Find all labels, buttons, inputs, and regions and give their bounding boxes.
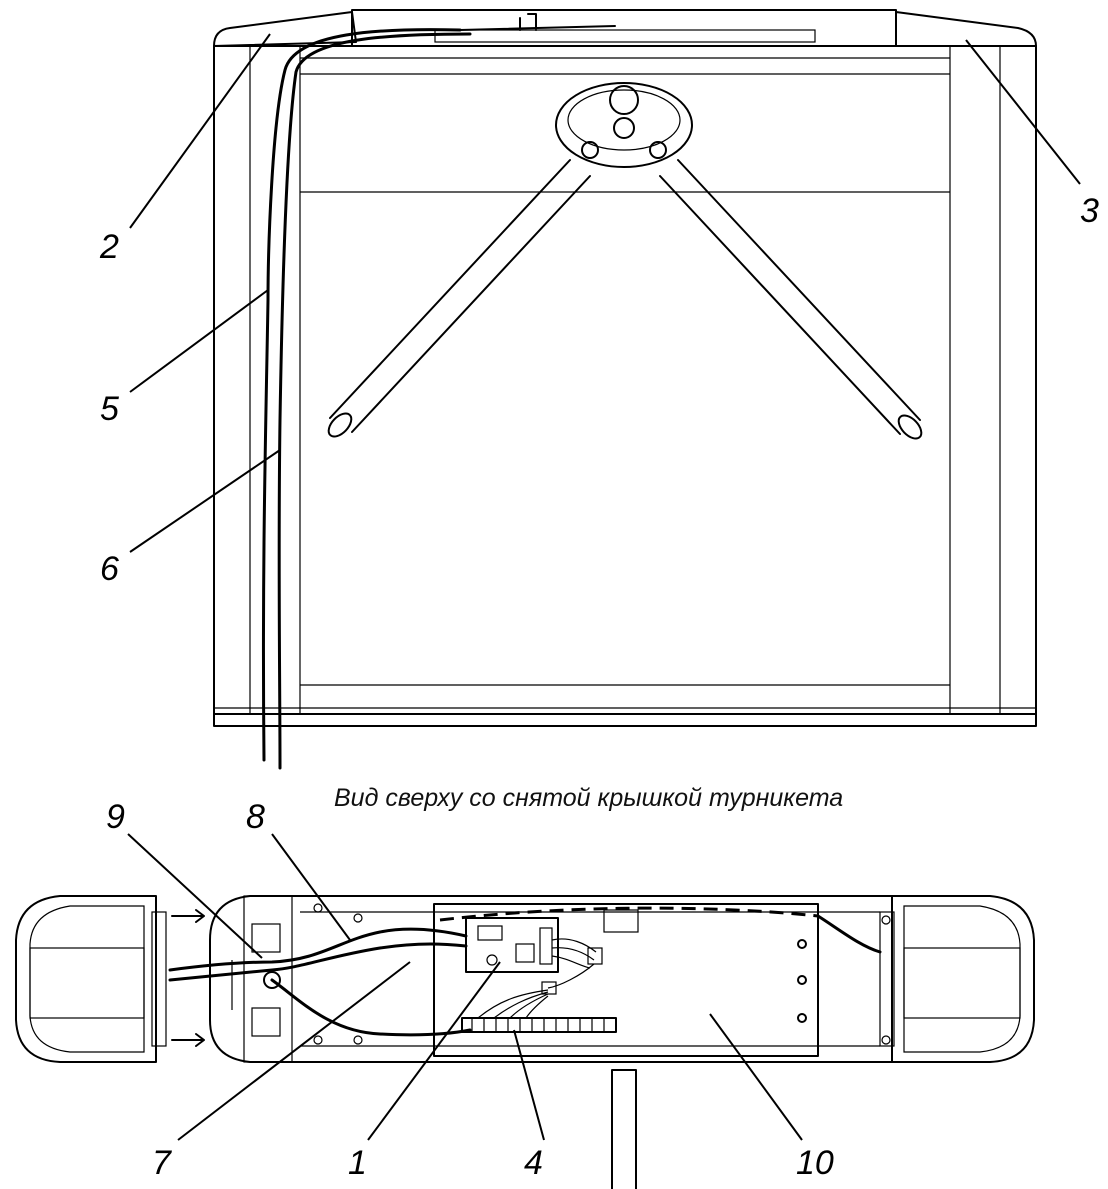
screw-6 — [881, 1035, 891, 1045]
left-cap-flange — [151, 911, 167, 1047]
screw-3 — [313, 1035, 323, 1045]
leader-9 — [127, 833, 263, 959]
leader-8 — [271, 833, 351, 941]
board-wires — [551, 938, 597, 969]
callout-4: 4 — [524, 1144, 543, 1182]
hub-center-cap — [609, 85, 639, 115]
right-cable — [816, 914, 882, 954]
mounting-plate — [433, 903, 819, 1057]
cable-entry — [263, 971, 281, 989]
callout-3: 3 — [1080, 192, 1099, 230]
base-plate — [213, 713, 1037, 727]
board-connector — [539, 927, 553, 965]
right-cap-flange — [879, 911, 895, 1047]
small-connector — [587, 947, 603, 965]
right-cap-recess — [903, 947, 1021, 1019]
callout-5: 5 — [100, 390, 119, 428]
plate-hole-2 — [797, 975, 807, 985]
rotor-hub — [555, 82, 693, 168]
cable-8 — [168, 927, 468, 972]
cable-9 — [168, 942, 468, 982]
left-top-cap — [213, 11, 357, 47]
plate-hole-1 — [797, 939, 807, 949]
dashed-cable — [439, 906, 819, 922]
leaders — [127, 33, 1081, 1141]
leader-6 — [129, 449, 281, 553]
right-arm-bolt — [649, 141, 667, 159]
leader-3 — [965, 39, 1081, 185]
left-outer-cap — [15, 895, 157, 1063]
view-caption: Вид сверху со снятой крышкой турникета — [334, 784, 843, 812]
wire-to-terminal — [547, 963, 595, 989]
board-relay — [515, 943, 535, 963]
left-bracket-plate — [243, 895, 293, 1063]
leader-4 — [513, 1029, 545, 1141]
left-arm-bolt — [581, 141, 599, 159]
callout-2: 2 — [99, 228, 119, 266]
hub-bolt — [613, 117, 635, 139]
leader-2 — [129, 33, 271, 229]
terminal-block — [461, 1017, 617, 1033]
cable-5 — [261, 28, 462, 762]
right-barrier-arm — [659, 159, 921, 435]
right-cap-inner — [903, 905, 1021, 1053]
bracket-bolt-top — [251, 923, 281, 953]
stand-post — [611, 1069, 637, 1189]
rotor-hub-inner — [567, 89, 681, 151]
terminal-dividers — [471, 1018, 605, 1032]
leader-1 — [367, 961, 501, 1141]
callout-10: 10 — [796, 1144, 834, 1182]
terminal-wires — [477, 989, 549, 1019]
terminal-block-top — [459, 13, 616, 31]
body-frame — [213, 45, 1037, 715]
plate-hole-3 — [797, 1013, 807, 1023]
board-chip — [477, 925, 503, 941]
cable-6 — [277, 32, 472, 770]
arrow-upper — [171, 909, 205, 923]
board-cap — [486, 954, 498, 966]
left-barrier-arm — [329, 159, 591, 433]
top-view — [15, 895, 1035, 1189]
callout-7: 7 — [152, 1144, 172, 1182]
leader-5 — [129, 289, 269, 393]
arrow-lower — [171, 1033, 205, 1047]
left-arm-end-cap — [327, 412, 353, 438]
front-view — [213, 9, 1037, 770]
leader-7 — [177, 961, 411, 1141]
cable-7 — [270, 978, 472, 1037]
right-arm-end-cap — [897, 414, 923, 440]
control-board-strip — [434, 29, 816, 43]
screw-1 — [313, 903, 323, 913]
screw-2 — [353, 913, 363, 923]
right-outer-cap — [891, 895, 1035, 1063]
left-cap-recess — [29, 947, 145, 1019]
small-connector-2 — [541, 981, 557, 995]
screw-4 — [353, 1035, 363, 1045]
callout-6: 6 — [100, 550, 119, 588]
screw-5 — [881, 915, 891, 925]
callout-9: 9 — [106, 798, 125, 836]
callout-8: 8 — [246, 798, 265, 836]
connector-block — [603, 909, 639, 933]
left-cap-inner — [29, 905, 145, 1053]
leader-10 — [709, 1013, 803, 1141]
bracket-bolt-bottom — [251, 1007, 281, 1037]
callout-1: 1 — [348, 1144, 367, 1182]
